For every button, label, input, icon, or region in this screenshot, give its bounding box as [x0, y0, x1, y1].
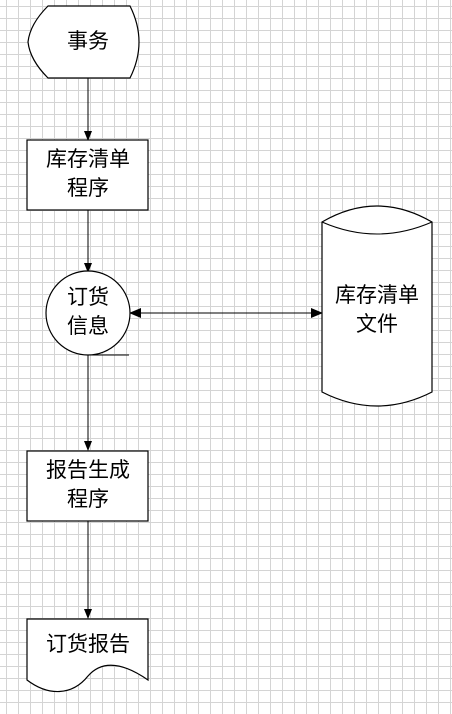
cylinder-shape: [321, 205, 433, 407]
node-order-info-label-line2: 信息: [67, 314, 109, 338]
node-inventory-program: 库存清单 程序: [26, 139, 149, 211]
process-shape: [26, 450, 149, 522]
node-inventory-program-label-line2: 程序: [67, 176, 109, 200]
document-shape: [26, 618, 149, 693]
node-order-report: 订货报告: [26, 618, 149, 693]
node-inventory-program-label-line1: 库存清单: [46, 147, 130, 171]
node-order-report-label: 订货报告: [46, 632, 130, 656]
node-transaction-label: 事务: [67, 29, 109, 53]
node-transaction: 事务: [27, 5, 140, 79]
node-report-program-label-line2: 程序: [67, 487, 109, 511]
tape-storage-shape: [45, 270, 131, 356]
node-order-info-label-line1: 订货: [67, 285, 109, 309]
node-inventory-file-label-line1: 库存清单: [335, 283, 419, 307]
node-inventory-file: 库存清单 文件: [321, 205, 433, 407]
process-shape: [26, 139, 149, 211]
node-inventory-file-label-line2: 文件: [356, 312, 398, 336]
node-report-program-label-line1: 报告生成: [46, 458, 130, 482]
display-shape: [27, 5, 140, 79]
cylinder-top-rim: [321, 221, 433, 235]
node-report-program: 报告生成 程序: [26, 450, 149, 522]
node-order-info: 订货 信息: [45, 270, 131, 356]
